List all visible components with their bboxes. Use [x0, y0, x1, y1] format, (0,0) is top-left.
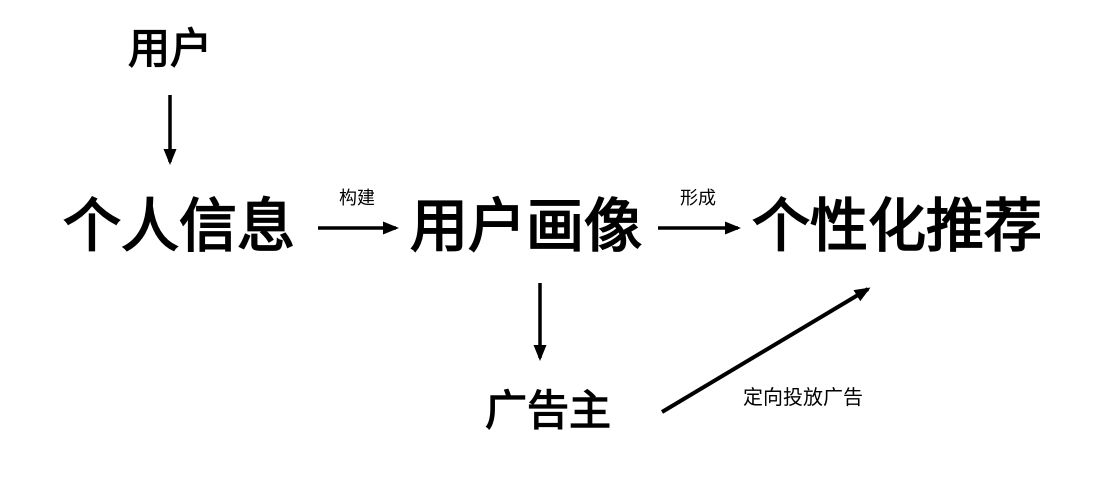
edge-label-build: 构建: [339, 188, 375, 208]
edge-label-form: 形成: [680, 188, 716, 208]
node-user-profile: 用户画像: [410, 194, 643, 259]
node-personal-info: 个人信息: [63, 194, 296, 259]
node-user: 用户: [128, 25, 213, 72]
edge-label-targeted-ads: 定向投放广告: [743, 387, 863, 409]
node-advertiser: 广告主: [485, 387, 612, 434]
node-personalized-recommendation: 个性化推荐: [752, 194, 1043, 259]
